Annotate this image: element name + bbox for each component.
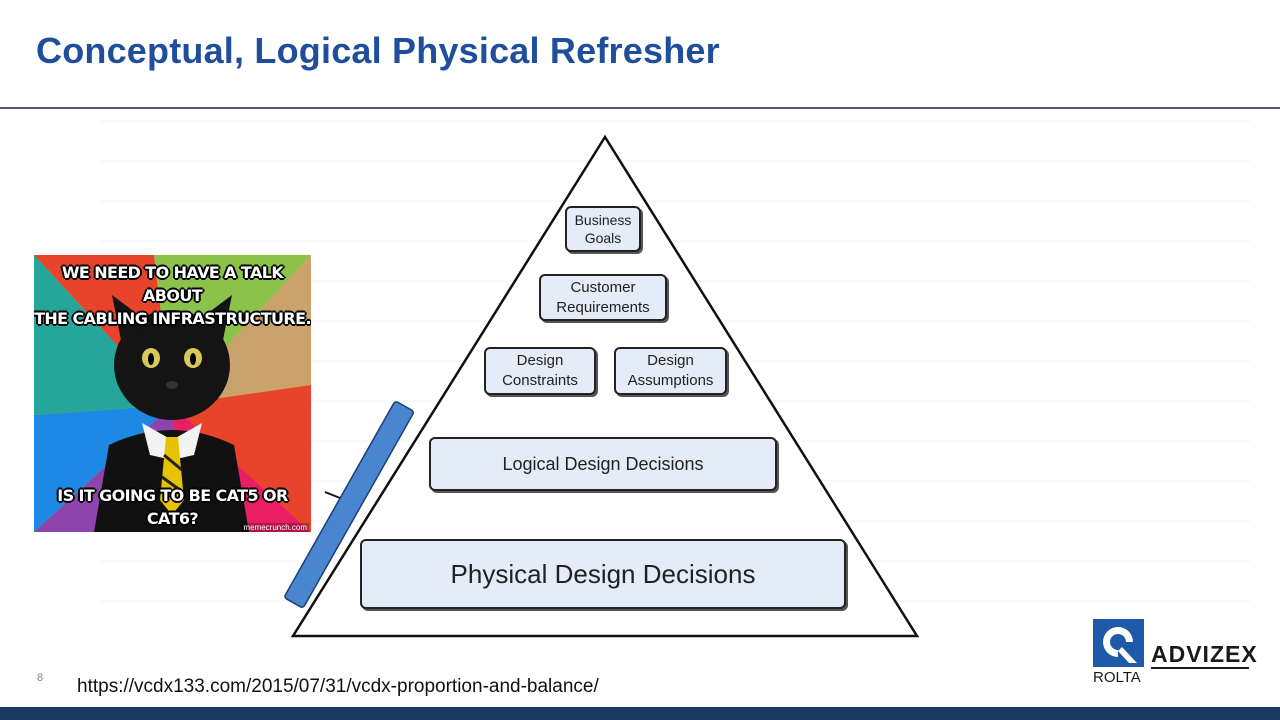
pyramid-label-physical-design-decisions: Physical Design Decisions xyxy=(450,558,756,589)
pyramid-label-customer-requirements: Customer Requirements xyxy=(556,278,650,316)
pyramid-box-physical-design-decisions: Physical Design Decisions xyxy=(360,539,846,609)
advizex-logo: ADVIZEX ROLTA xyxy=(1093,619,1263,687)
pyramid-outline xyxy=(290,134,920,638)
meme-background xyxy=(34,255,311,532)
logo-underline xyxy=(1151,667,1249,669)
highlight-bar xyxy=(284,401,415,608)
title-divider xyxy=(0,107,1280,109)
business-cat-meme-image: WE NEED TO HAVE A TALK ABOUT THE CABLING… xyxy=(34,255,311,532)
pyramid-box-business-goals: Business Goals xyxy=(565,206,641,252)
advizex-logo-mark xyxy=(1093,619,1144,667)
pyramid-box-design-constraints: Design Constraints xyxy=(484,347,596,395)
pyramid-box-customer-requirements: Customer Requirements xyxy=(539,274,667,321)
meme-watermark: memecrunch.com xyxy=(241,523,309,532)
pyramid-label-logical-design-decisions: Logical Design Decisions xyxy=(502,453,704,474)
page-number: 8 xyxy=(37,672,44,684)
meme-bottom-caption: IS IT GOING TO BE CAT5 OR CAT6? THE MORE… xyxy=(57,486,288,528)
pyramid-box-logical-design-decisions: Logical Design Decisions xyxy=(429,437,777,491)
slide-title: Conceptual, Logical Physical Refresher xyxy=(36,30,720,71)
pyramid-label-design-constraints: Design Constraints xyxy=(502,352,578,389)
footer-bar xyxy=(0,707,1280,720)
meme-top-caption: WE NEED TO HAVE A TALK ABOUT THE CABLING… xyxy=(34,263,311,328)
pyramid-label-design-assumptions: Design Assumptions xyxy=(627,352,714,389)
pyramid-box-design-assumptions: Design Assumptions xyxy=(614,347,727,395)
rolta-logo-text: ROLTA xyxy=(1093,669,1141,686)
pyramid-label-business-goals: Business Goals xyxy=(574,212,632,246)
source-url-link[interactable]: https://vcdx133.com/2015/07/31/vcdx-prop… xyxy=(77,676,599,697)
advizex-logo-name: ADVIZEX xyxy=(1151,641,1258,667)
